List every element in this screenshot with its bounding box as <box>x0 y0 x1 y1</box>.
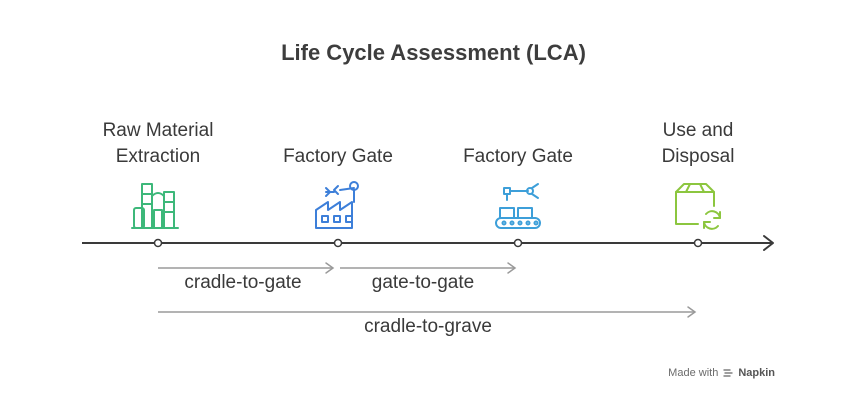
watermark-prefix: Made with <box>668 367 719 379</box>
napkin-logo-icon <box>722 367 734 379</box>
stage-label-line: Extraction <box>115 146 201 167</box>
napkin-watermark: Made with Napkin <box>668 367 775 379</box>
stage-label-factory-gate-2: Factory Gate <box>433 144 603 170</box>
refinery-icon <box>130 178 186 234</box>
watermark-brand: Napkin <box>738 367 775 379</box>
stage-label-use-disposal: Use and Disposal <box>613 118 783 170</box>
stage-label-line: Factory Gate <box>283 146 393 167</box>
timeline-node-factory-gate-2 <box>513 238 523 248</box>
timeline-node-use-disposal <box>693 238 703 248</box>
main-timeline <box>82 235 774 251</box>
range-label-gate-to-gate: gate-to-gate <box>371 272 475 293</box>
factory-icon <box>310 178 366 234</box>
recycle-box-icon <box>670 178 726 234</box>
diagram-title: Life Cycle Assessment (LCA) <box>281 40 586 65</box>
stage-label-line: Use and <box>662 120 734 141</box>
assembly-line-icon <box>490 178 546 234</box>
timeline-node-raw-material <box>153 238 163 248</box>
stage-label-line: Factory Gate <box>463 146 573 167</box>
stage-label-line: Disposal <box>661 146 735 167</box>
range-label-cradle-to-grave: cradle-to-grave <box>364 316 492 337</box>
timeline-node-factory-gate-1 <box>333 238 343 248</box>
stage-label-line: Raw Material <box>102 120 214 141</box>
stage-label-raw-material: Raw Material Extraction <box>73 118 243 170</box>
stage-label-factory-gate-1: Factory Gate <box>253 144 423 170</box>
range-label-cradle-to-gate: cradle-to-gate <box>184 272 302 293</box>
